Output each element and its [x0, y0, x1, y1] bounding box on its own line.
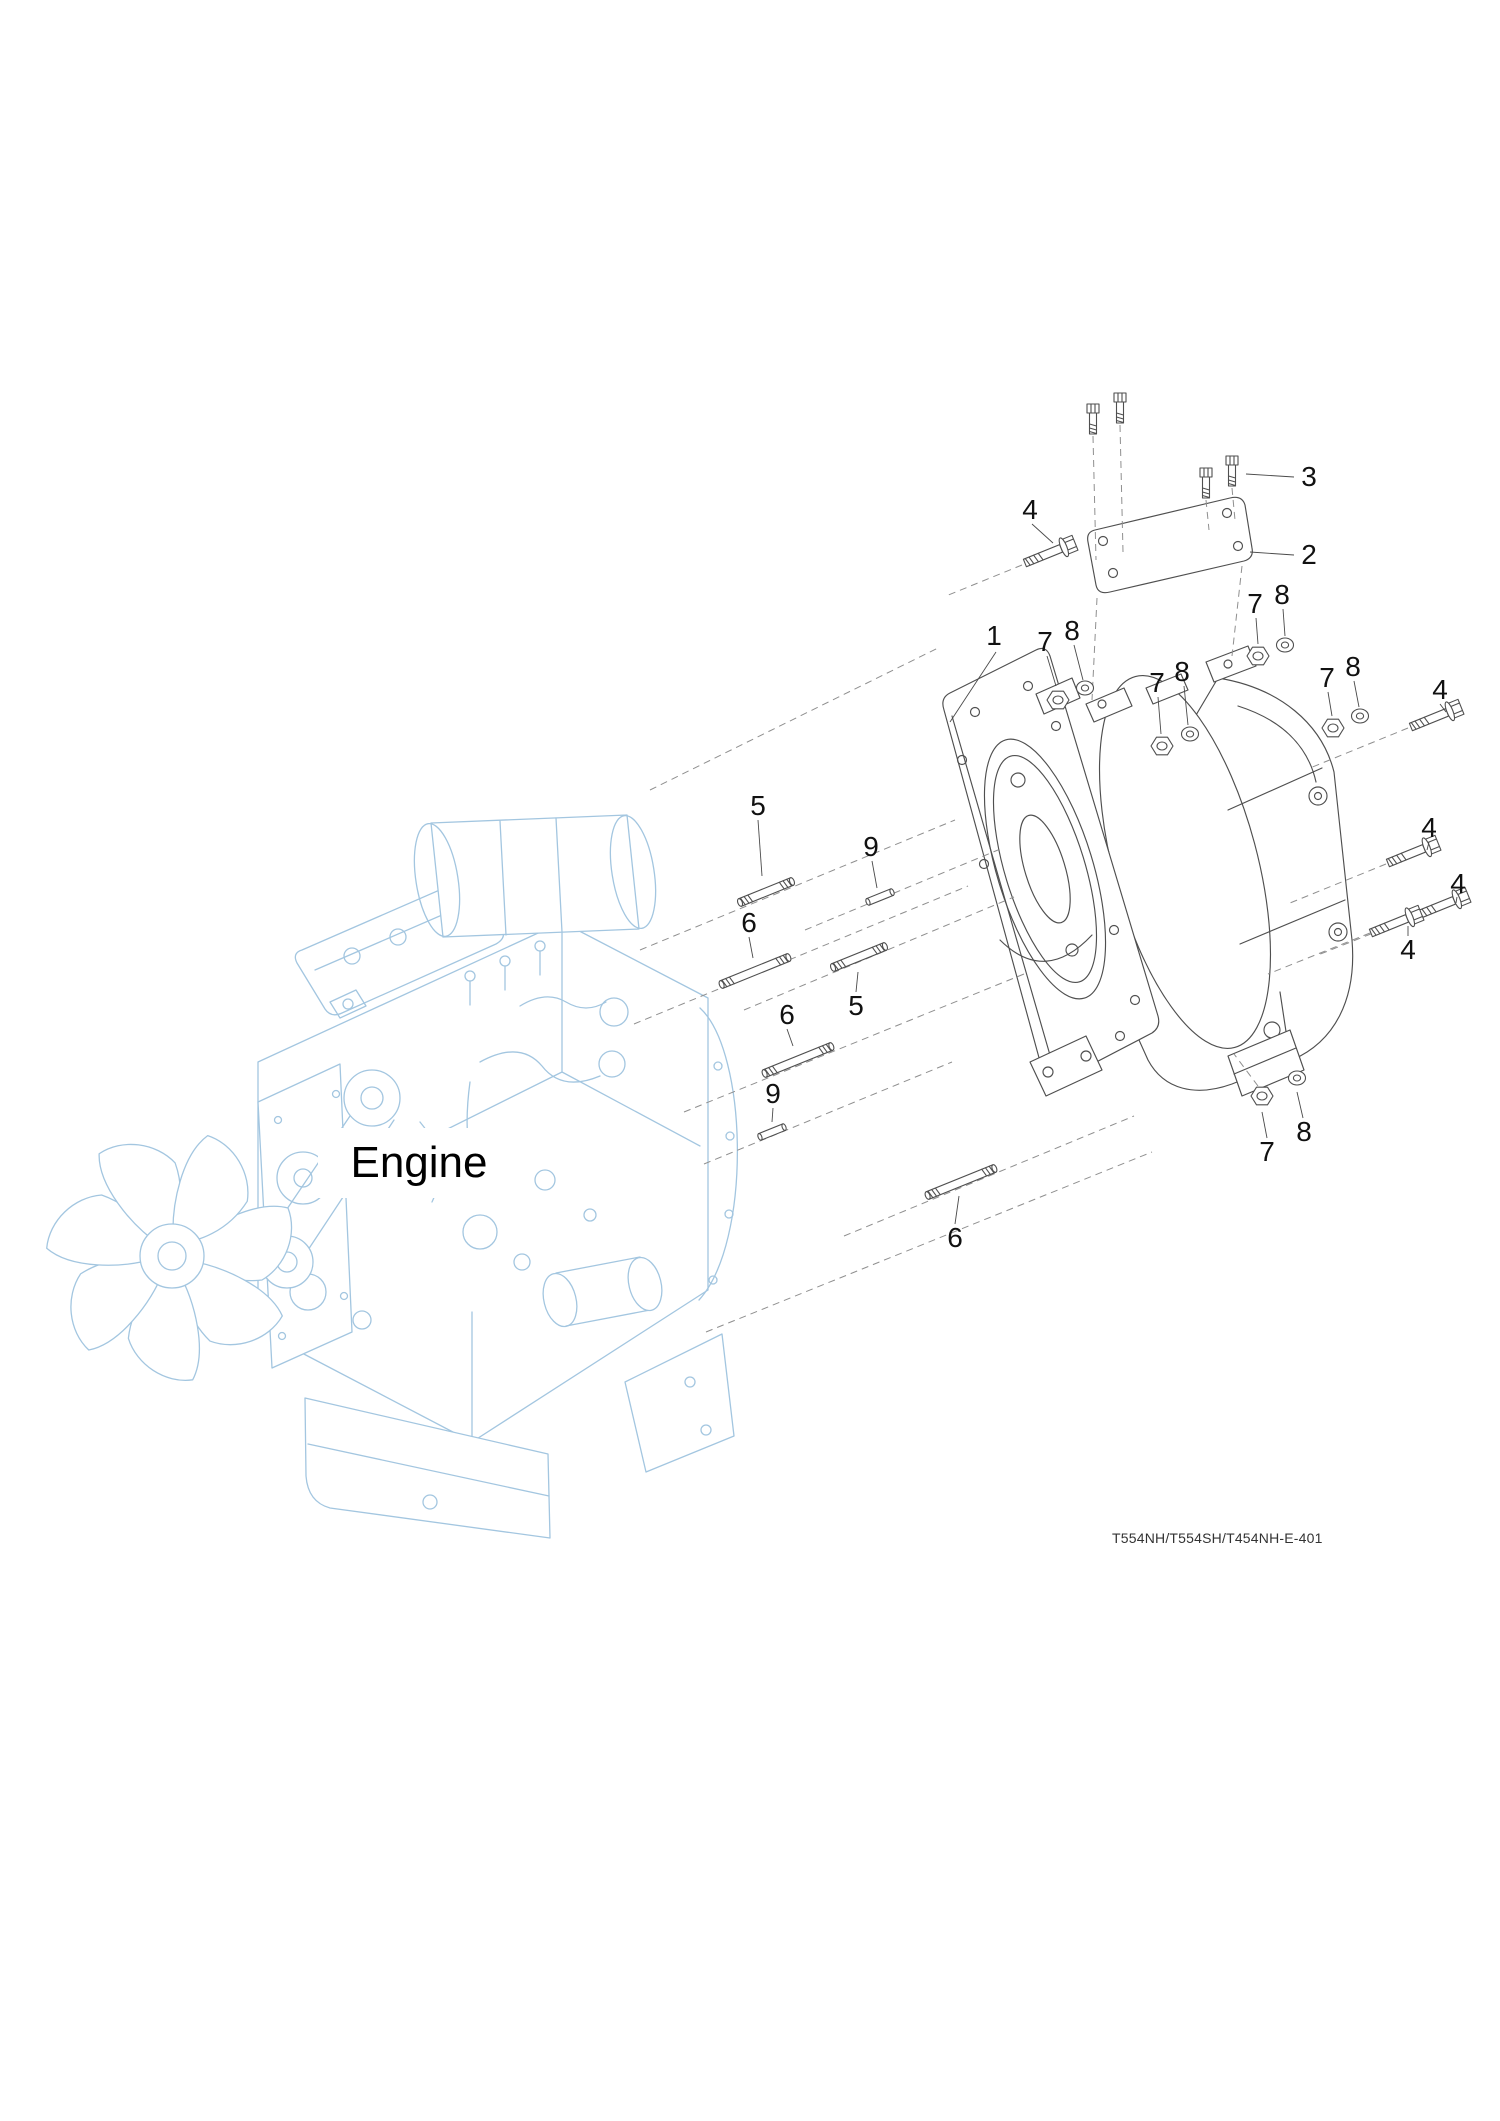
callout-part-4: 4 [1400, 934, 1416, 965]
fan-drawing [46, 1134, 293, 1381]
part-5-stud [828, 941, 890, 973]
callout-part-8: 8 [1274, 579, 1290, 610]
callout-part-4: 4 [1432, 674, 1448, 705]
part-8-washer [1287, 1070, 1307, 1086]
callout-part-7: 7 [1247, 588, 1263, 619]
housing-opening-details [999, 772, 1093, 962]
callout-part-9: 9 [863, 831, 879, 862]
callout-part-6: 6 [779, 999, 795, 1030]
part-4-bolt [1366, 902, 1426, 943]
part-9-pin [756, 1122, 788, 1142]
part-3-bolt [1199, 467, 1213, 499]
part-8-washer [1075, 680, 1095, 696]
callout-part-9: 9 [765, 1078, 781, 1109]
callout-part-5: 5 [848, 990, 864, 1021]
callout-part-4: 4 [1421, 812, 1437, 843]
bell-housing-body [1085, 645, 1354, 1097]
callout-part-1: 1 [986, 620, 1002, 651]
callout-part-2: 2 [1301, 539, 1317, 570]
part-7-nut [1246, 646, 1270, 666]
part-3-bolt [1113, 392, 1127, 424]
part-2-cover-plate [1087, 496, 1253, 594]
callout-part-7: 7 [1149, 667, 1165, 698]
part-8-washer [1180, 726, 1200, 742]
part-7-nut [1250, 1086, 1274, 1106]
callout-part-4: 4 [1450, 868, 1466, 899]
part-6-stud [717, 952, 793, 990]
part-7-nut [1046, 690, 1070, 710]
part-1-adapter-plate [942, 647, 1160, 1097]
callout-leader-lines [748, 473, 1458, 1225]
part-8-washer [1275, 637, 1295, 653]
part-5-stud [735, 876, 797, 908]
part-4-bolt [1020, 532, 1080, 573]
callout-part-3: 3 [1301, 461, 1317, 492]
part-8-washer [1350, 708, 1370, 724]
callout-part-7: 7 [1037, 626, 1053, 657]
callout-part-5: 5 [750, 790, 766, 821]
part-6-stud [760, 1041, 836, 1079]
part-7-nut [1150, 736, 1174, 756]
callout-part-8: 8 [1064, 615, 1080, 646]
part-3-bolt [1225, 455, 1239, 487]
callout-part-7: 7 [1319, 662, 1335, 693]
drawing-code: T554NH/T554SH/T454NH-E-401 [1112, 1530, 1323, 1546]
part-9-pin [864, 887, 896, 907]
clutch-housing-drawing [942, 496, 1354, 1097]
part-3-bolt [1086, 403, 1100, 435]
callout-part-8: 8 [1296, 1116, 1312, 1147]
callout-part-6: 6 [741, 907, 757, 938]
callout-part-6: 6 [947, 1222, 963, 1253]
engine-drawing [46, 814, 738, 1539]
callout-part-8: 8 [1174, 656, 1190, 687]
part-7-nut [1321, 718, 1345, 738]
callout-part-4: 4 [1022, 494, 1038, 525]
engine-label: Engine [318, 1128, 520, 1198]
callout-part-7: 7 [1259, 1136, 1275, 1167]
part-6-stud [923, 1163, 999, 1201]
callout-part-8: 8 [1345, 651, 1361, 682]
